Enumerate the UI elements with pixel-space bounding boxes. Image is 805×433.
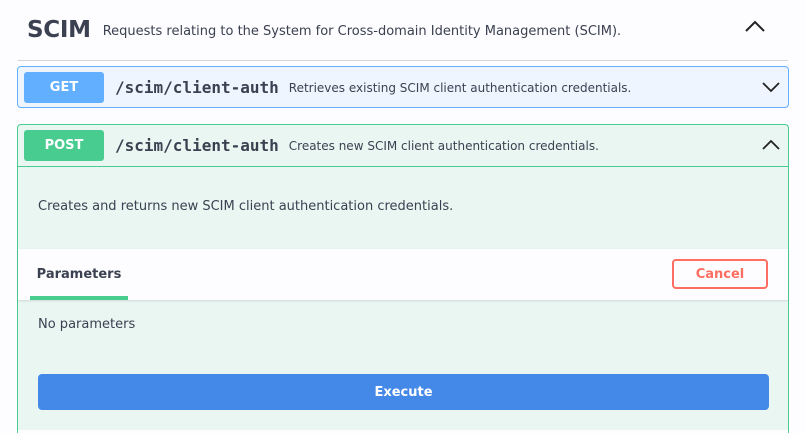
tag-section-header[interactable]: SCIM Requests relating to the System for…	[18, 0, 788, 61]
cancel-button[interactable]: Cancel	[672, 259, 768, 289]
endpoint-path: /scim/client-auth	[115, 136, 279, 155]
active-tab-indicator	[30, 296, 128, 300]
opblock-post-client-auth: POST /scim/client-auth Creates new SCIM …	[17, 124, 789, 433]
opblock-summary[interactable]: POST /scim/client-auth Creates new SCIM …	[18, 125, 788, 167]
chevron-down-icon[interactable]	[762, 79, 780, 95]
endpoint-path: /scim/client-auth	[115, 77, 279, 97]
no-parameters-text: No parameters	[38, 317, 136, 332]
operation-description: Creates and returns new SCIM client auth…	[38, 199, 454, 214]
endpoint-summary: Creates new SCIM client authentication c…	[288, 139, 599, 153]
chevron-up-icon[interactable]	[744, 17, 766, 37]
method-badge: POST	[24, 130, 104, 161]
opblock-summary[interactable]: GET /scim/client-auth Retrieves existing…	[18, 67, 788, 107]
parameters-header: Parameters Cancel	[18, 249, 788, 300]
tag-title: SCIM	[27, 17, 91, 43]
chevron-up-icon[interactable]	[762, 137, 780, 153]
method-badge: GET	[24, 71, 104, 103]
opblock-get-client-auth: GET /scim/client-auth Retrieves existing…	[17, 66, 789, 108]
endpoint-summary: Retrieves existing SCIM client authentic…	[288, 80, 632, 95]
tag-description: Requests relating to the System for Cros…	[102, 23, 622, 39]
execute-button[interactable]: Execute	[38, 374, 769, 410]
divider	[18, 430, 788, 433]
tab-parameters[interactable]: Parameters	[36, 267, 122, 282]
